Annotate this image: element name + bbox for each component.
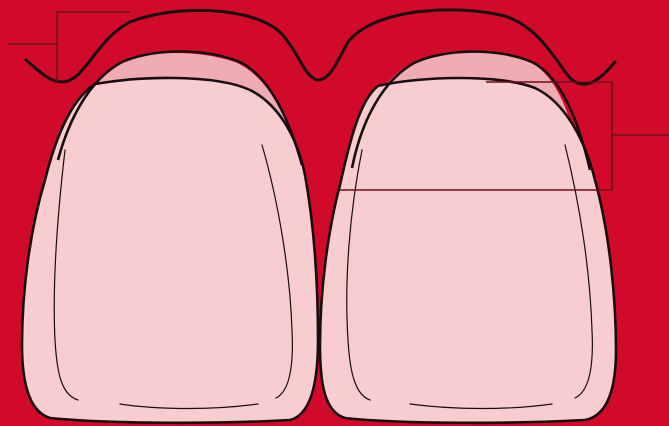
left-tooth-crown: [22, 78, 318, 423]
right-tooth-crown: [320, 78, 616, 423]
